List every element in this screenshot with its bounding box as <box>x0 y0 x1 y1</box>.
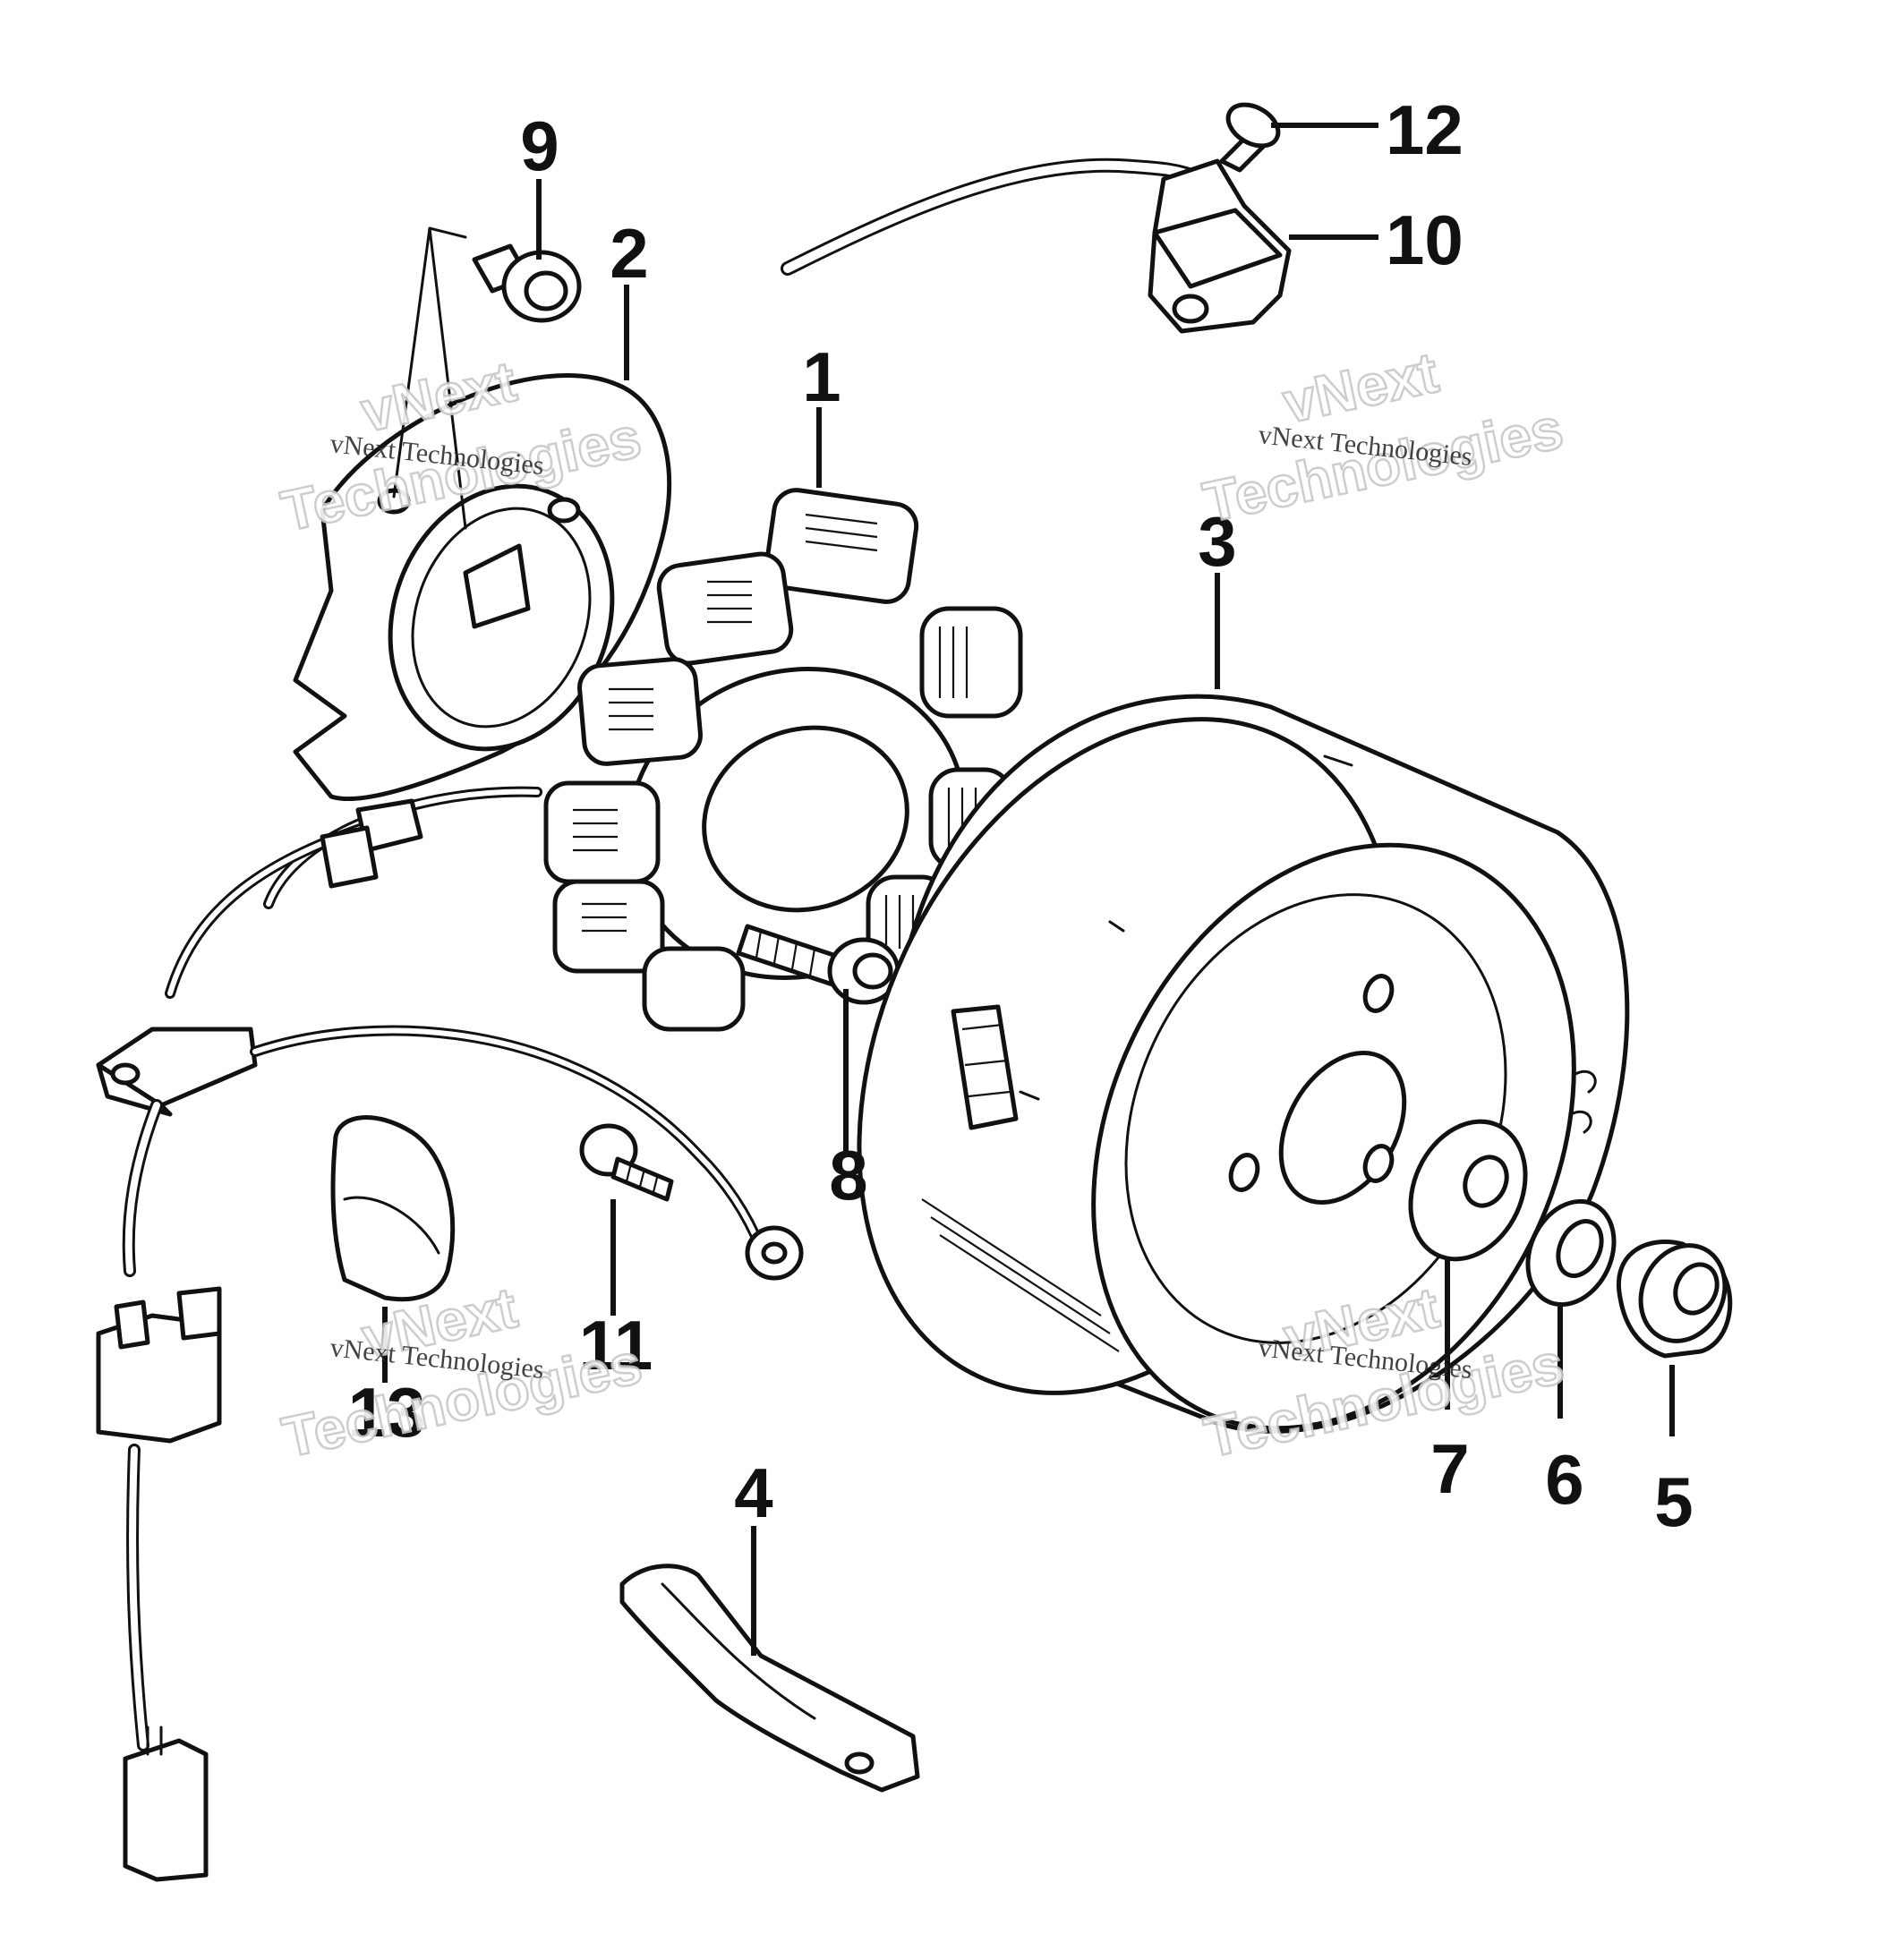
callout-10: 10 <box>1386 200 1464 279</box>
wire-clamp-strap-icon <box>619 1564 920 1793</box>
callout-2: 2 <box>610 214 648 293</box>
callout-1: 1 <box>802 337 841 416</box>
callout-12: 12 <box>1386 90 1464 169</box>
screw-icon <box>579 1123 674 1202</box>
washer-icon <box>1525 1198 1617 1308</box>
svg-text:vNext: vNext <box>1277 340 1443 436</box>
callout-11: 11 <box>579 1306 653 1385</box>
socket-bolt-icon <box>736 924 900 1005</box>
flange-washer-icon <box>1408 1119 1528 1262</box>
callout-8: 8 <box>829 1136 867 1214</box>
screw-icon <box>1219 102 1281 173</box>
callout-6: 6 <box>1545 1440 1583 1519</box>
callout-7: 7 <box>1430 1429 1469 1508</box>
callout-5: 5 <box>1654 1462 1693 1541</box>
callout-3: 3 <box>1198 502 1236 581</box>
pulser-coil-icon <box>781 158 1292 334</box>
callout-9: 9 <box>520 107 559 185</box>
callout-13: 13 <box>348 1373 426 1452</box>
grommet-icon <box>330 1115 456 1302</box>
stator-cover-icon <box>293 373 672 801</box>
svg-text:Technologies: Technologies <box>1198 396 1568 534</box>
nut-icon <box>1617 1240 1733 1359</box>
flange-bolt-icon <box>472 243 582 323</box>
leader-lines <box>382 123 1675 1656</box>
watermark-top-right: vNext Technologies <box>1197 338 1569 535</box>
stator-coil-icon <box>543 488 1023 1032</box>
callout-numbers: 1 2 3 4 5 6 7 8 9 10 11 12 13 <box>348 90 1694 1541</box>
wiring-harness <box>96 786 804 1882</box>
callout-4: 4 <box>734 1453 772 1532</box>
